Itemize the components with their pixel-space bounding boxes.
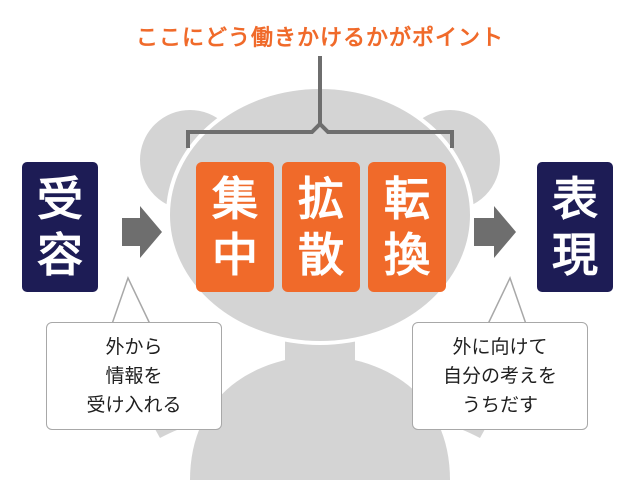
- bubble-right-line-2: 自分の考えを: [442, 364, 557, 387]
- bubble-left-line-3: 受け入れる: [86, 393, 182, 416]
- bubble-right: 外に向けて 自分の考えを うちだす: [412, 322, 588, 430]
- bubble-right-line-3: うちだす: [461, 393, 538, 416]
- stage-shift-char-1: 転: [384, 172, 430, 226]
- stage-focus-box: 集 中: [196, 162, 274, 292]
- headline: ここにどう働きかけるかがポイント: [135, 26, 504, 51]
- bubble-left-line-1: 外から: [105, 335, 163, 358]
- stage-input-char-2: 容: [37, 228, 83, 282]
- stage-input-char-1: 受: [37, 172, 83, 226]
- stage-output-char-2: 現: [552, 228, 598, 282]
- stage-focus-char-2: 中: [212, 228, 258, 282]
- bracket-connector: [186, 56, 454, 148]
- stage-focus-char-1: 集: [212, 172, 258, 226]
- stage-shift-char-2: 換: [384, 228, 430, 282]
- stage-input-box: 受 容: [22, 162, 98, 292]
- arrow-right-icon: [122, 206, 162, 258]
- stage-expand-char-2: 散: [298, 228, 344, 282]
- stage-shift-box: 転 換: [368, 162, 446, 292]
- stage-expand-box: 拡 散: [282, 162, 360, 292]
- stage-output-char-1: 表: [552, 172, 598, 226]
- arrow-right-icon: [474, 206, 516, 258]
- stage-output-box: 表 現: [537, 162, 613, 292]
- stage-expand-char-1: 拡: [298, 172, 344, 226]
- bubble-right-line-1: 外に向けて: [452, 335, 548, 358]
- bubble-tail-right: [487, 276, 527, 325]
- bubble-left-line-2: 情報を: [105, 364, 163, 387]
- bubble-tail-left: [111, 276, 151, 325]
- bubble-left: 外から 情報を 受け入れる: [46, 322, 222, 430]
